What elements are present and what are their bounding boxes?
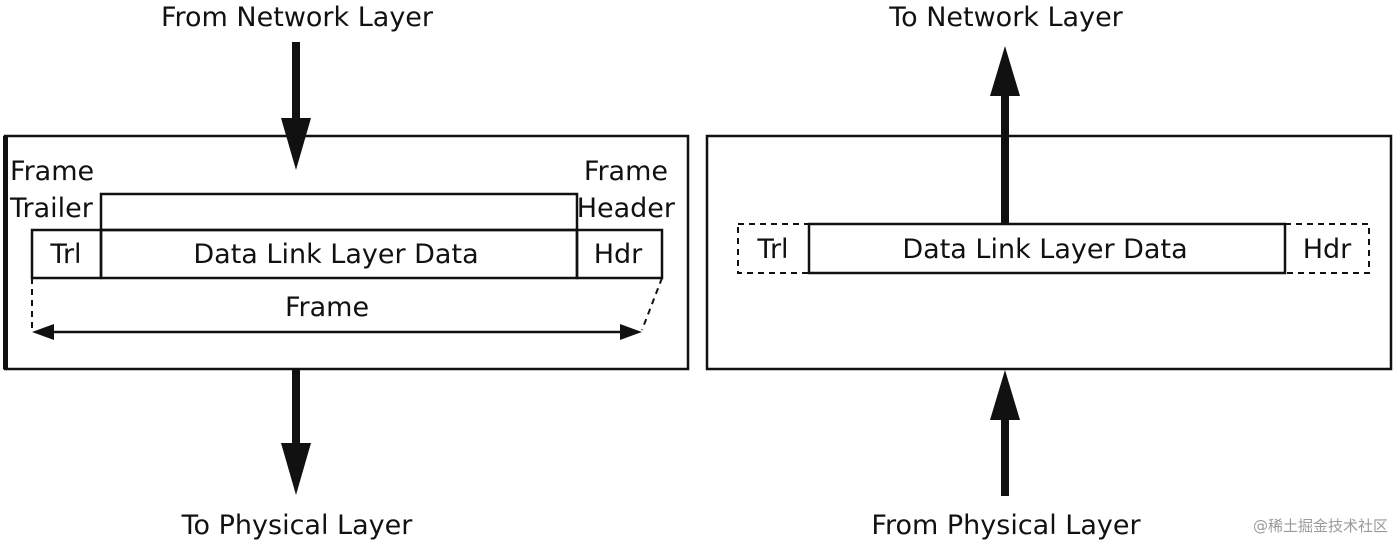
data-label: Data Link Layer Data <box>193 239 478 270</box>
hdr-label: Hdr <box>1303 234 1352 265</box>
data-cell <box>807 222 1287 275</box>
down-arrow-out-icon <box>281 369 311 495</box>
trl-cell-dashed <box>737 223 810 274</box>
from-physical-layer-label: From Physical Layer <box>871 510 1141 541</box>
up-arrow-in-icon <box>990 370 1020 496</box>
from-network-layer-label: From Network Layer <box>161 2 434 33</box>
up-arrow-out-icon <box>990 46 1020 224</box>
frame-header-label-line1: Frame <box>584 156 668 187</box>
frame-trailer-label-line1: Frame <box>10 156 94 187</box>
sending-box-left-edge <box>3 136 8 369</box>
data-label: Data Link Layer Data <box>902 234 1187 265</box>
data-bracket-box <box>99 192 579 232</box>
to-network-layer-label: To Network Layer <box>888 2 1123 33</box>
frame-label: Frame <box>285 292 369 323</box>
frame-trailer-label-line2: Trailer <box>9 193 94 224</box>
down-arrow-in-icon <box>281 42 311 170</box>
to-physical-layer-label: To Physical Layer <box>181 510 414 541</box>
trl-label: Trl <box>756 234 788 265</box>
receiving-layer-box <box>705 134 1393 371</box>
hdr-label: Hdr <box>594 239 643 270</box>
trl-label: Trl <box>49 239 81 270</box>
frame-extent-right-dashed <box>641 277 663 331</box>
frame-span-arrow-icon <box>32 324 642 340</box>
receiving-panel: To Network Layer Trl Data Link Layer Dat… <box>705 2 1393 541</box>
sending-panel: From Network Layer Frame Trailer Frame H… <box>3 2 690 541</box>
frame-header-label-line2: Header <box>577 193 676 224</box>
watermark-text: @稀土掘金技术社区 <box>1253 517 1388 535</box>
hdr-cell <box>575 228 664 280</box>
